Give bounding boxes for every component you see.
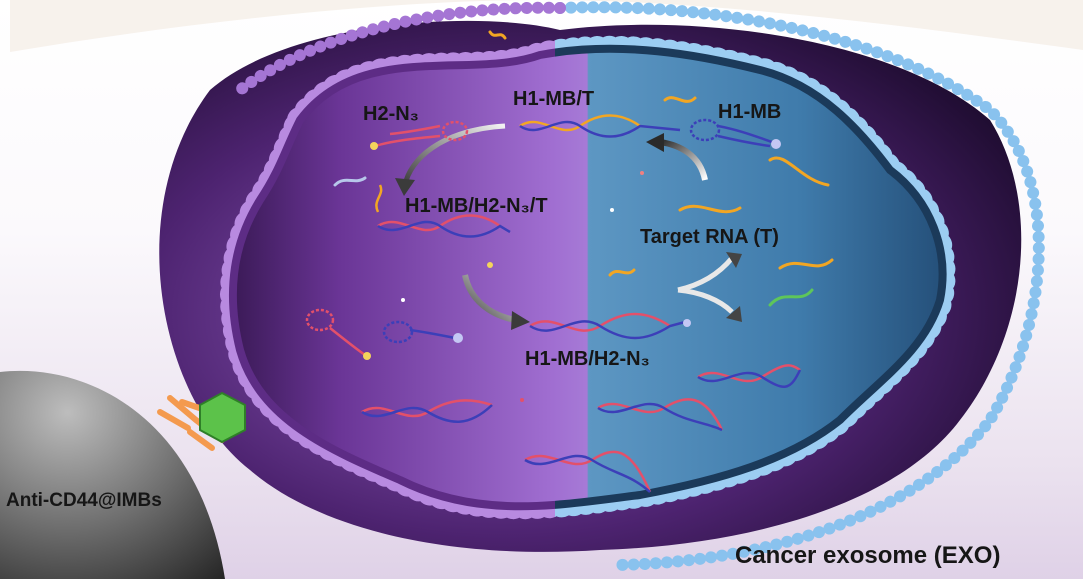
label-h1mb: H1-MB <box>718 101 781 123</box>
magnetic-bead <box>0 370 225 579</box>
label-h1mb-t: H1-MB/T <box>513 88 594 110</box>
h2-n3-hairpin <box>370 120 469 150</box>
label-anti-cd44-imbs: Anti-CD44@IMBs <box>6 490 162 511</box>
label-h1mb-h2n3-t: H1-MB/H2-N₃/T <box>405 195 548 217</box>
duplex-lower-left <box>361 399 493 424</box>
label-h2-n3: H2-N₃ <box>363 103 419 125</box>
target-rna-strands <box>333 30 834 307</box>
arrow-h1mbt-to-complex <box>402 123 506 186</box>
duplex-lower-mid <box>597 398 724 432</box>
duplex-complex <box>375 184 511 238</box>
cd44-antigen-icon <box>199 391 246 444</box>
arrowhead <box>646 133 664 152</box>
arrowhead <box>726 306 742 322</box>
arrowhead <box>511 311 530 330</box>
sparkles <box>401 171 691 402</box>
arrowhead <box>726 252 742 268</box>
arrowhead <box>395 178 415 196</box>
duplex-h1mb-h2n3 <box>529 312 686 340</box>
top-ribbon <box>10 0 1083 52</box>
h1-mb-hairpin-free <box>382 320 463 344</box>
duplex-bottom <box>524 450 652 493</box>
h1-mb-hairpin <box>689 118 781 149</box>
label-h1mb-h2n3: H1-MB/H2-N₃ <box>525 348 650 370</box>
label-cancer-exosome: Cancer exosome (EXO) <box>735 542 1000 569</box>
label-target-rna: Target RNA (T) <box>640 226 779 248</box>
duplex-h1mb-t <box>519 114 681 138</box>
outer-membrane-blue <box>554 1 1045 571</box>
duplex-lower-right <box>697 364 802 388</box>
outer-membrane-purple <box>234 1 566 96</box>
arrow-release-down <box>677 287 734 314</box>
h2-n3-hairpin-free <box>305 308 371 360</box>
arrow-complex-to-duplex <box>462 274 516 323</box>
arrow-target-to-h1mbt <box>659 139 708 181</box>
